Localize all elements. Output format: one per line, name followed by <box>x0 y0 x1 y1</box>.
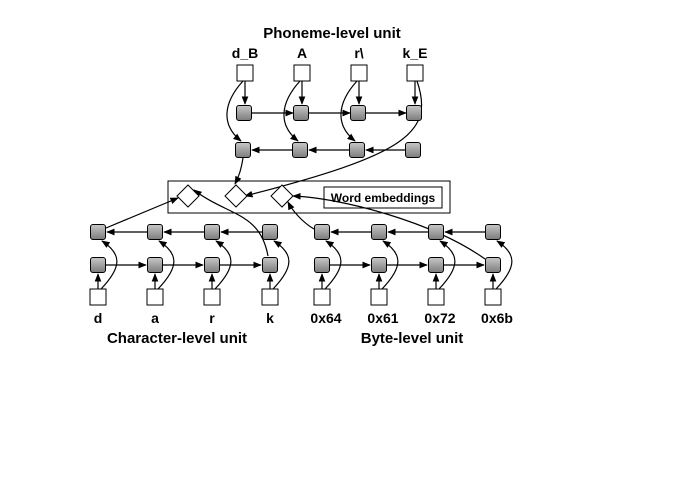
byte-bypass-0 <box>324 240 342 290</box>
character-unit-title: Character-level unit <box>107 330 247 347</box>
phoneme-input-box-2 <box>350 64 368 82</box>
byte-bypass-3 <box>495 240 513 290</box>
character-backward-node-0 <box>90 224 106 240</box>
phoneme-unit-title: Phoneme-level unit <box>263 25 401 42</box>
phoneme-bypass-2 <box>340 80 358 142</box>
byte-backward-node-3 <box>485 224 501 240</box>
character-forward-node-2 <box>204 257 220 273</box>
word-embedding-diamond-0 <box>176 184 200 208</box>
phoneme-backward-to-embedding <box>234 157 244 185</box>
byte-token-0: 0x64 <box>310 310 341 326</box>
character-bypass-3 <box>272 240 290 290</box>
phoneme-input-box-0 <box>236 64 254 82</box>
phoneme-forward-node-3 <box>406 105 422 121</box>
character-forward-node-1 <box>147 257 163 273</box>
character-backward-node-3 <box>262 224 278 240</box>
phoneme-backward-node-3 <box>405 142 421 158</box>
character-input-box-3 <box>261 288 279 306</box>
word-embedding-diamond-2 <box>270 184 294 208</box>
phoneme-token-3: k_E <box>403 45 428 61</box>
byte-forward-node-0 <box>314 257 330 273</box>
character-backward-node-2 <box>204 224 220 240</box>
byte-forward-node-3 <box>485 257 501 273</box>
byte-bypass-1 <box>381 240 399 290</box>
byte-forward-node-1 <box>371 257 387 273</box>
phoneme-forward-node-0 <box>236 105 252 121</box>
phoneme-input-box-3 <box>406 64 424 82</box>
byte-input-box-0 <box>313 288 331 306</box>
character-token-0: d <box>94 310 103 326</box>
phoneme-input-box-1 <box>293 64 311 82</box>
phoneme-token-1: A <box>297 45 307 61</box>
byte-token-1: 0x61 <box>367 310 398 326</box>
word-embeddings-label: Word embeddings <box>331 191 436 205</box>
byte-token-3: 0x6b <box>481 310 513 326</box>
character-forward-to-embedding <box>193 189 269 257</box>
phoneme-token-2: r\ <box>354 45 363 61</box>
phoneme-backward-node-2 <box>349 142 365 158</box>
byte-input-box-1 <box>370 288 388 306</box>
character-input-box-2 <box>203 288 221 306</box>
connection-lines <box>94 80 513 290</box>
byte-backward-node-2 <box>428 224 444 240</box>
byte-backward-node-0 <box>314 224 330 240</box>
character-bypass-2 <box>214 240 232 290</box>
byte-backward-node-1 <box>371 224 387 240</box>
phoneme-forward-node-2 <box>350 105 366 121</box>
byte-token-2: 0x72 <box>424 310 455 326</box>
nodes <box>89 64 502 306</box>
word-embeddings-label-box <box>323 186 443 209</box>
phoneme-backward-node-1 <box>292 142 308 158</box>
character-backward-to-embedding <box>105 197 179 229</box>
character-backward-node-1 <box>147 224 163 240</box>
phoneme-forward-node-1 <box>293 105 309 121</box>
word-embedding-diamond-1 <box>224 184 248 208</box>
phoneme-bypass-0 <box>226 80 244 142</box>
byte-forward-node-2 <box>428 257 444 273</box>
byte-bypass-2 <box>438 240 456 290</box>
phoneme-to-embedding-long <box>244 80 423 198</box>
byte-forward-to-embedding <box>292 192 486 260</box>
phoneme-token-0: d_B <box>232 45 258 61</box>
phoneme-backward-node-0 <box>235 142 251 158</box>
byte-input-box-3 <box>484 288 502 306</box>
phoneme-bypass-1 <box>283 80 301 142</box>
character-bypass-1 <box>157 240 175 290</box>
character-token-2: r <box>209 310 215 326</box>
byte-unit-title: Byte-level unit <box>361 330 464 347</box>
character-input-box-1 <box>146 288 164 306</box>
character-forward-node-0 <box>90 257 106 273</box>
byte-input-box-2 <box>427 288 445 306</box>
character-token-3: k <box>266 310 274 326</box>
character-token-1: a <box>151 310 159 326</box>
byte-backward-to-embedding <box>287 201 315 230</box>
character-input-box-0 <box>89 288 107 306</box>
character-forward-node-3 <box>262 257 278 273</box>
character-bypass-0 <box>100 240 118 290</box>
